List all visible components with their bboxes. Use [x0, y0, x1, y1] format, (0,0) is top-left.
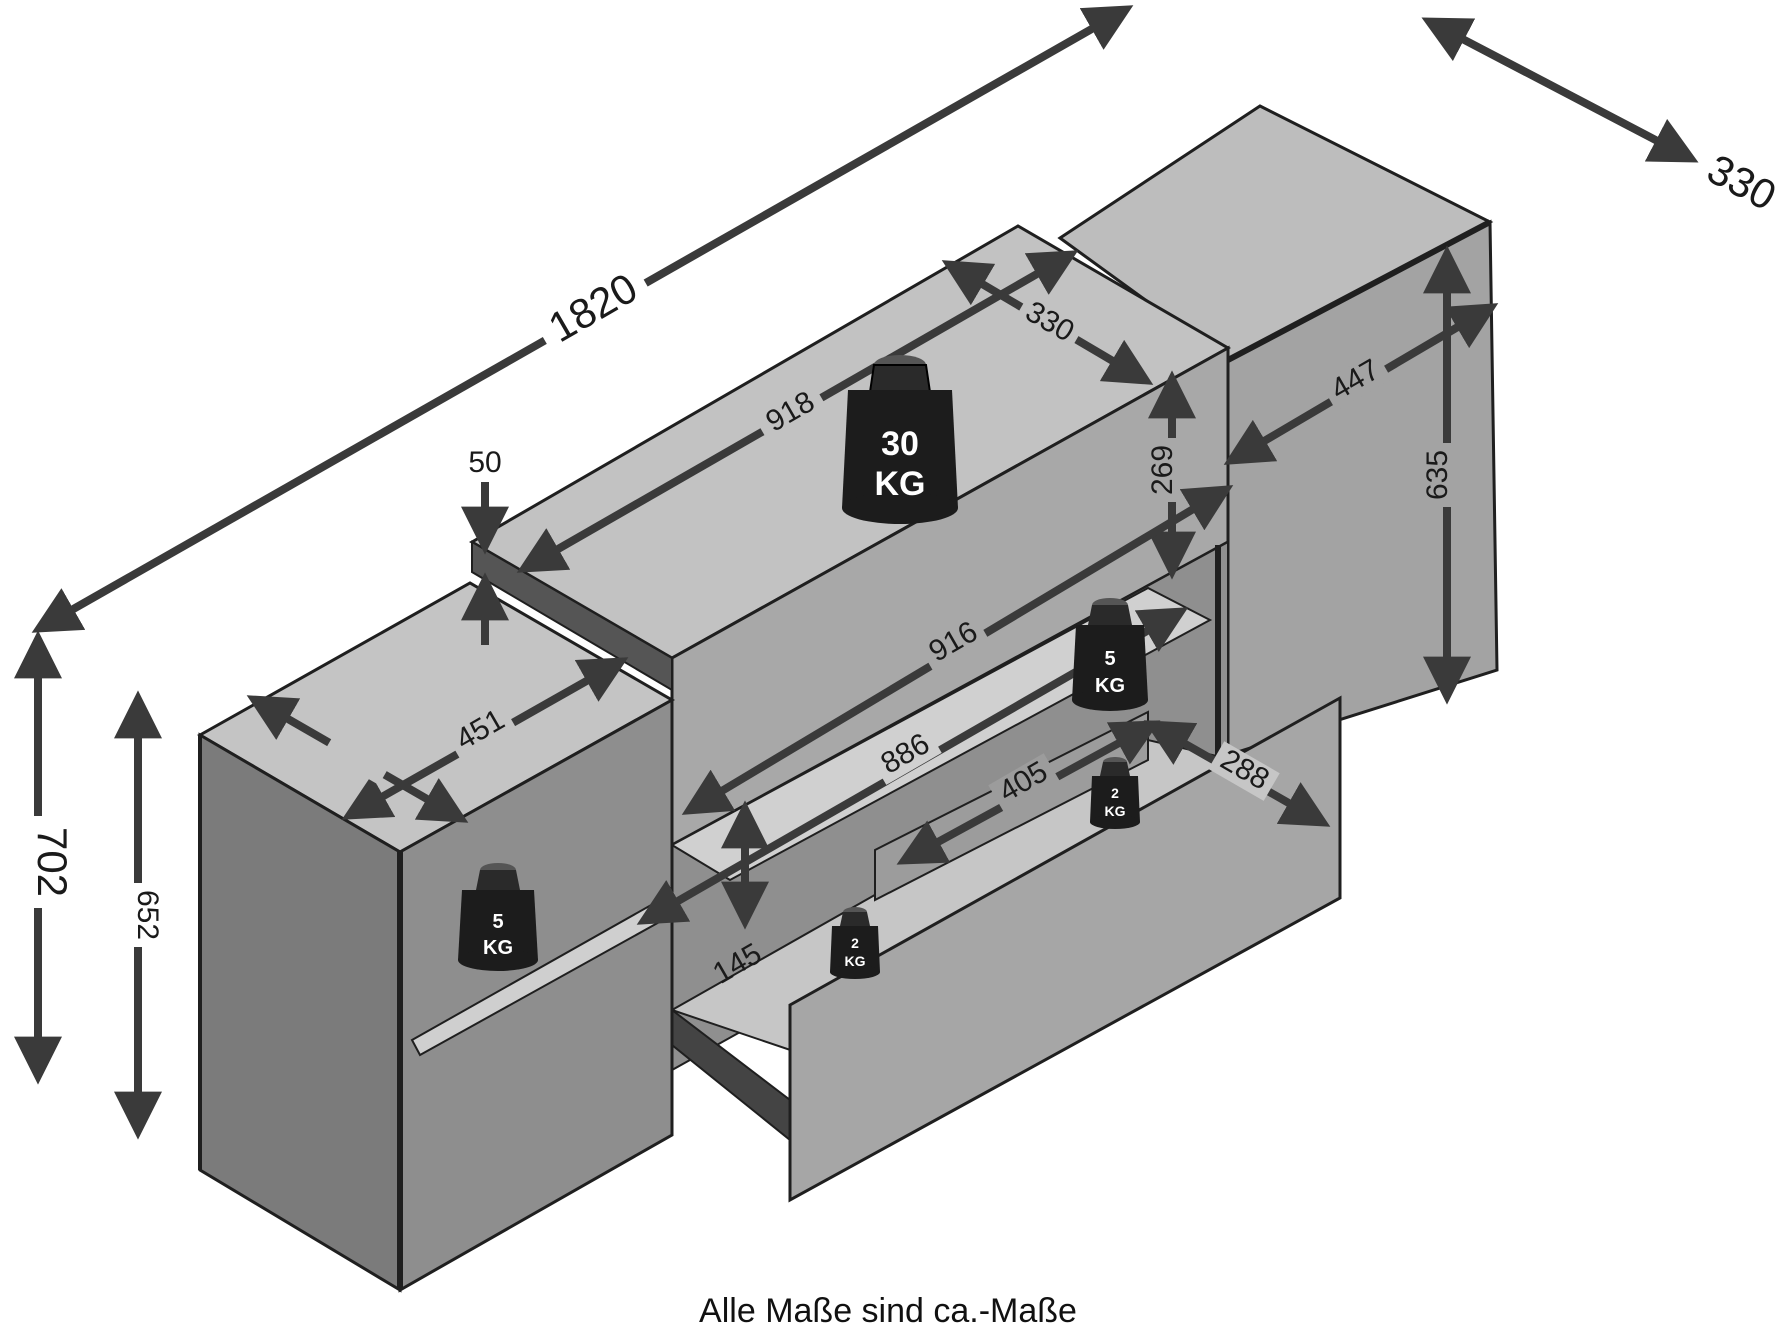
weight-top-unit: KG — [875, 465, 926, 503]
weight-drawer-right-value: 2 — [1111, 785, 1119, 801]
weight-drawer-right-unit: KG — [1105, 803, 1126, 819]
weight-shelf: 5 KG — [1072, 598, 1148, 711]
arrow-depth-right — [1421, 17, 1699, 163]
weight-drawer-right: 2 KG — [1090, 757, 1140, 829]
weight-left-unit: KG — [483, 937, 513, 959]
weight-left-value: 5 — [492, 911, 503, 933]
left-cabinet — [196, 581, 676, 1293]
label-left-height: 652 — [131, 890, 164, 940]
weight-shelf-unit: KG — [1095, 675, 1125, 697]
label-depth-right: 330 — [1700, 145, 1775, 219]
weight-top-value: 30 — [881, 425, 919, 463]
label-right-height: 635 — [1421, 450, 1454, 500]
dimension-labels: 1820 702 330 330 918 50 269 447 635 916 … — [24, 145, 1775, 991]
weight-drawer-left: 2 KG — [830, 907, 880, 979]
label-mid-height: 269 — [1146, 445, 1179, 495]
label-total-height: 702 — [29, 827, 76, 897]
label-plinth: 50 — [468, 446, 501, 479]
weight-top: 30 KG — [842, 355, 958, 524]
weight-left: 5 KG — [458, 863, 538, 971]
weight-shelf-value: 5 — [1104, 648, 1115, 670]
weight-drawer-left-value: 2 — [851, 935, 859, 951]
caption: Alle Maße sind ca.-Maße — [699, 1292, 1077, 1330]
weight-drawer-left-unit: KG — [845, 953, 866, 969]
